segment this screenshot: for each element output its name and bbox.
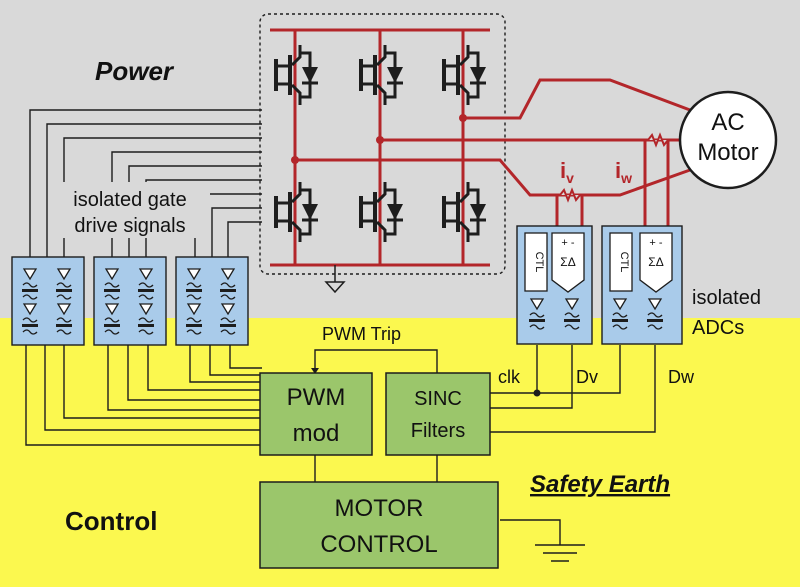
svg-text:ΣΔ: ΣΔ — [560, 255, 575, 269]
svg-text:ΣΔ: ΣΔ — [648, 255, 663, 269]
ac-motor-label-2: Motor — [697, 139, 758, 166]
gate-driver-2 — [93, 256, 167, 346]
dv-label: Dv — [576, 367, 598, 387]
safety-earth-label: Safety Earth — [530, 471, 670, 498]
inverter-ground-icon — [324, 265, 346, 294]
pwm-mod-label-1: PWM — [287, 384, 346, 411]
isolated-adc-v: CTL + - ΣΔ — [516, 225, 593, 345]
shunt-resistor-v — [559, 187, 581, 203]
isolated-adcs-label-2: ADCs — [692, 317, 744, 339]
ac-motor-label-1: AC — [711, 109, 744, 136]
inverter-bridge-outline — [259, 13, 506, 275]
gate-driver-1 — [11, 256, 85, 346]
ac-motor — [678, 90, 778, 190]
clk-label: clk — [498, 367, 521, 387]
dw-label: Dw — [668, 367, 695, 387]
isolated-adcs-label-1: isolated — [692, 287, 761, 309]
motor-control-label-1: MOTOR — [335, 495, 424, 522]
gate-driver-3 — [175, 256, 249, 346]
sinc-filters-block — [385, 372, 491, 456]
power-wiring — [270, 28, 691, 267]
svg-text:CTL: CTL — [618, 252, 630, 273]
motor-control-label-2: CONTROL — [320, 531, 437, 558]
sinc-filters-label-1: SINC — [414, 388, 462, 410]
svg-text:+ -: + - — [649, 237, 662, 249]
pwm-trip-label: PWM Trip — [322, 324, 401, 344]
isolated-adc-w: CTL + - ΣΔ — [601, 225, 683, 345]
pwm-mod-block — [259, 372, 373, 456]
sinc-filters-label-2: Filters — [411, 420, 465, 442]
motor-control-block — [259, 481, 499, 569]
gate-drive-label-2: drive signals — [74, 215, 185, 237]
svg-text:CTL: CTL — [533, 252, 545, 273]
gate-drive-label-1: isolated gate — [73, 189, 186, 211]
current-iv-label: iv — [560, 158, 574, 186]
control-zone-label: Control — [65, 506, 157, 536]
power-zone-label: Power — [95, 56, 175, 86]
svg-text:+ -: + - — [561, 237, 574, 249]
current-iw-label: iw — [615, 158, 632, 186]
pwm-mod-label-2: mod — [293, 420, 340, 447]
shunt-resistor-w — [647, 132, 669, 148]
